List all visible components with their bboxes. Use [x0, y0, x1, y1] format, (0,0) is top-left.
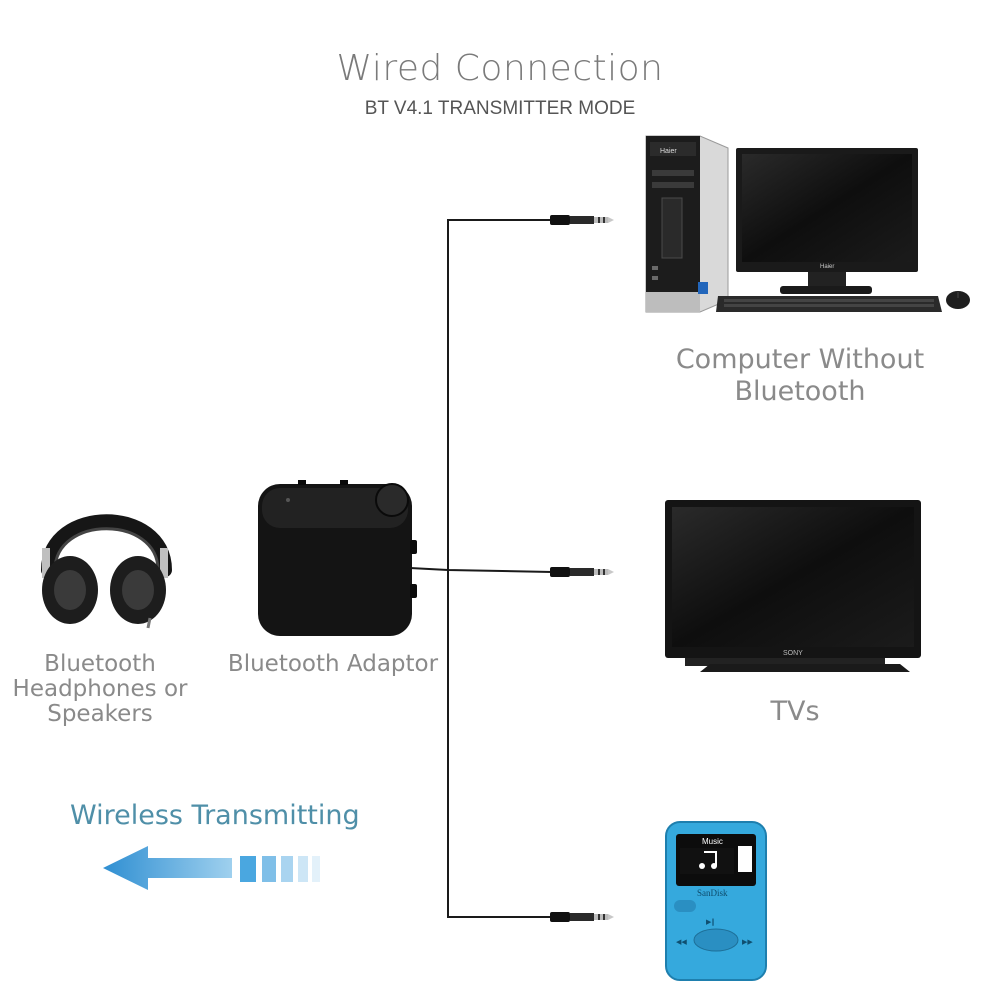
headphones-icon [41, 514, 172, 629]
svg-text:◀◀: ◀◀ [676, 938, 687, 946]
mouse-icon [946, 291, 970, 309]
tv-icon [665, 500, 921, 672]
adaptor-label: Bluetooth Adaptor [227, 651, 439, 677]
svg-text:▶‖: ▶‖ [706, 918, 715, 926]
wireless-arrow-icon [103, 846, 320, 890]
computer-label: Computer Without Bluetooth [675, 344, 925, 407]
diagram-title: Wired Connection [336, 48, 664, 89]
audio-plug-player [550, 912, 614, 922]
audio-cables [409, 219, 553, 918]
audio-plug-computer [550, 215, 614, 225]
tv-label: TVs [770, 696, 820, 727]
monitor-brand-text: Haier [820, 264, 834, 270]
wireless-label: Wireless Transmitting [70, 800, 360, 831]
headphones-label: Bluetooth Headphones or Speakers [12, 651, 188, 727]
bluetooth-adaptor-icon [258, 480, 417, 636]
svg-text:▶▶: ▶▶ [742, 938, 753, 946]
mp3-player-icon: ▶‖ ◀◀ ▶▶ [665, 821, 767, 981]
diagram-subtitle: BT V4.1 TRANSMITTER MODE [364, 98, 636, 119]
keyboard-icon [716, 296, 942, 312]
computer-brand-text: Haier [660, 148, 677, 155]
computer-tower-icon [645, 135, 729, 313]
tv-brand-text: SONY [783, 650, 803, 657]
mp3-brand-text: SanDisk [697, 888, 728, 898]
audio-plug-tv [550, 567, 614, 577]
computer-monitor-icon [736, 148, 918, 294]
mp3-screen-text: Music [702, 837, 723, 846]
